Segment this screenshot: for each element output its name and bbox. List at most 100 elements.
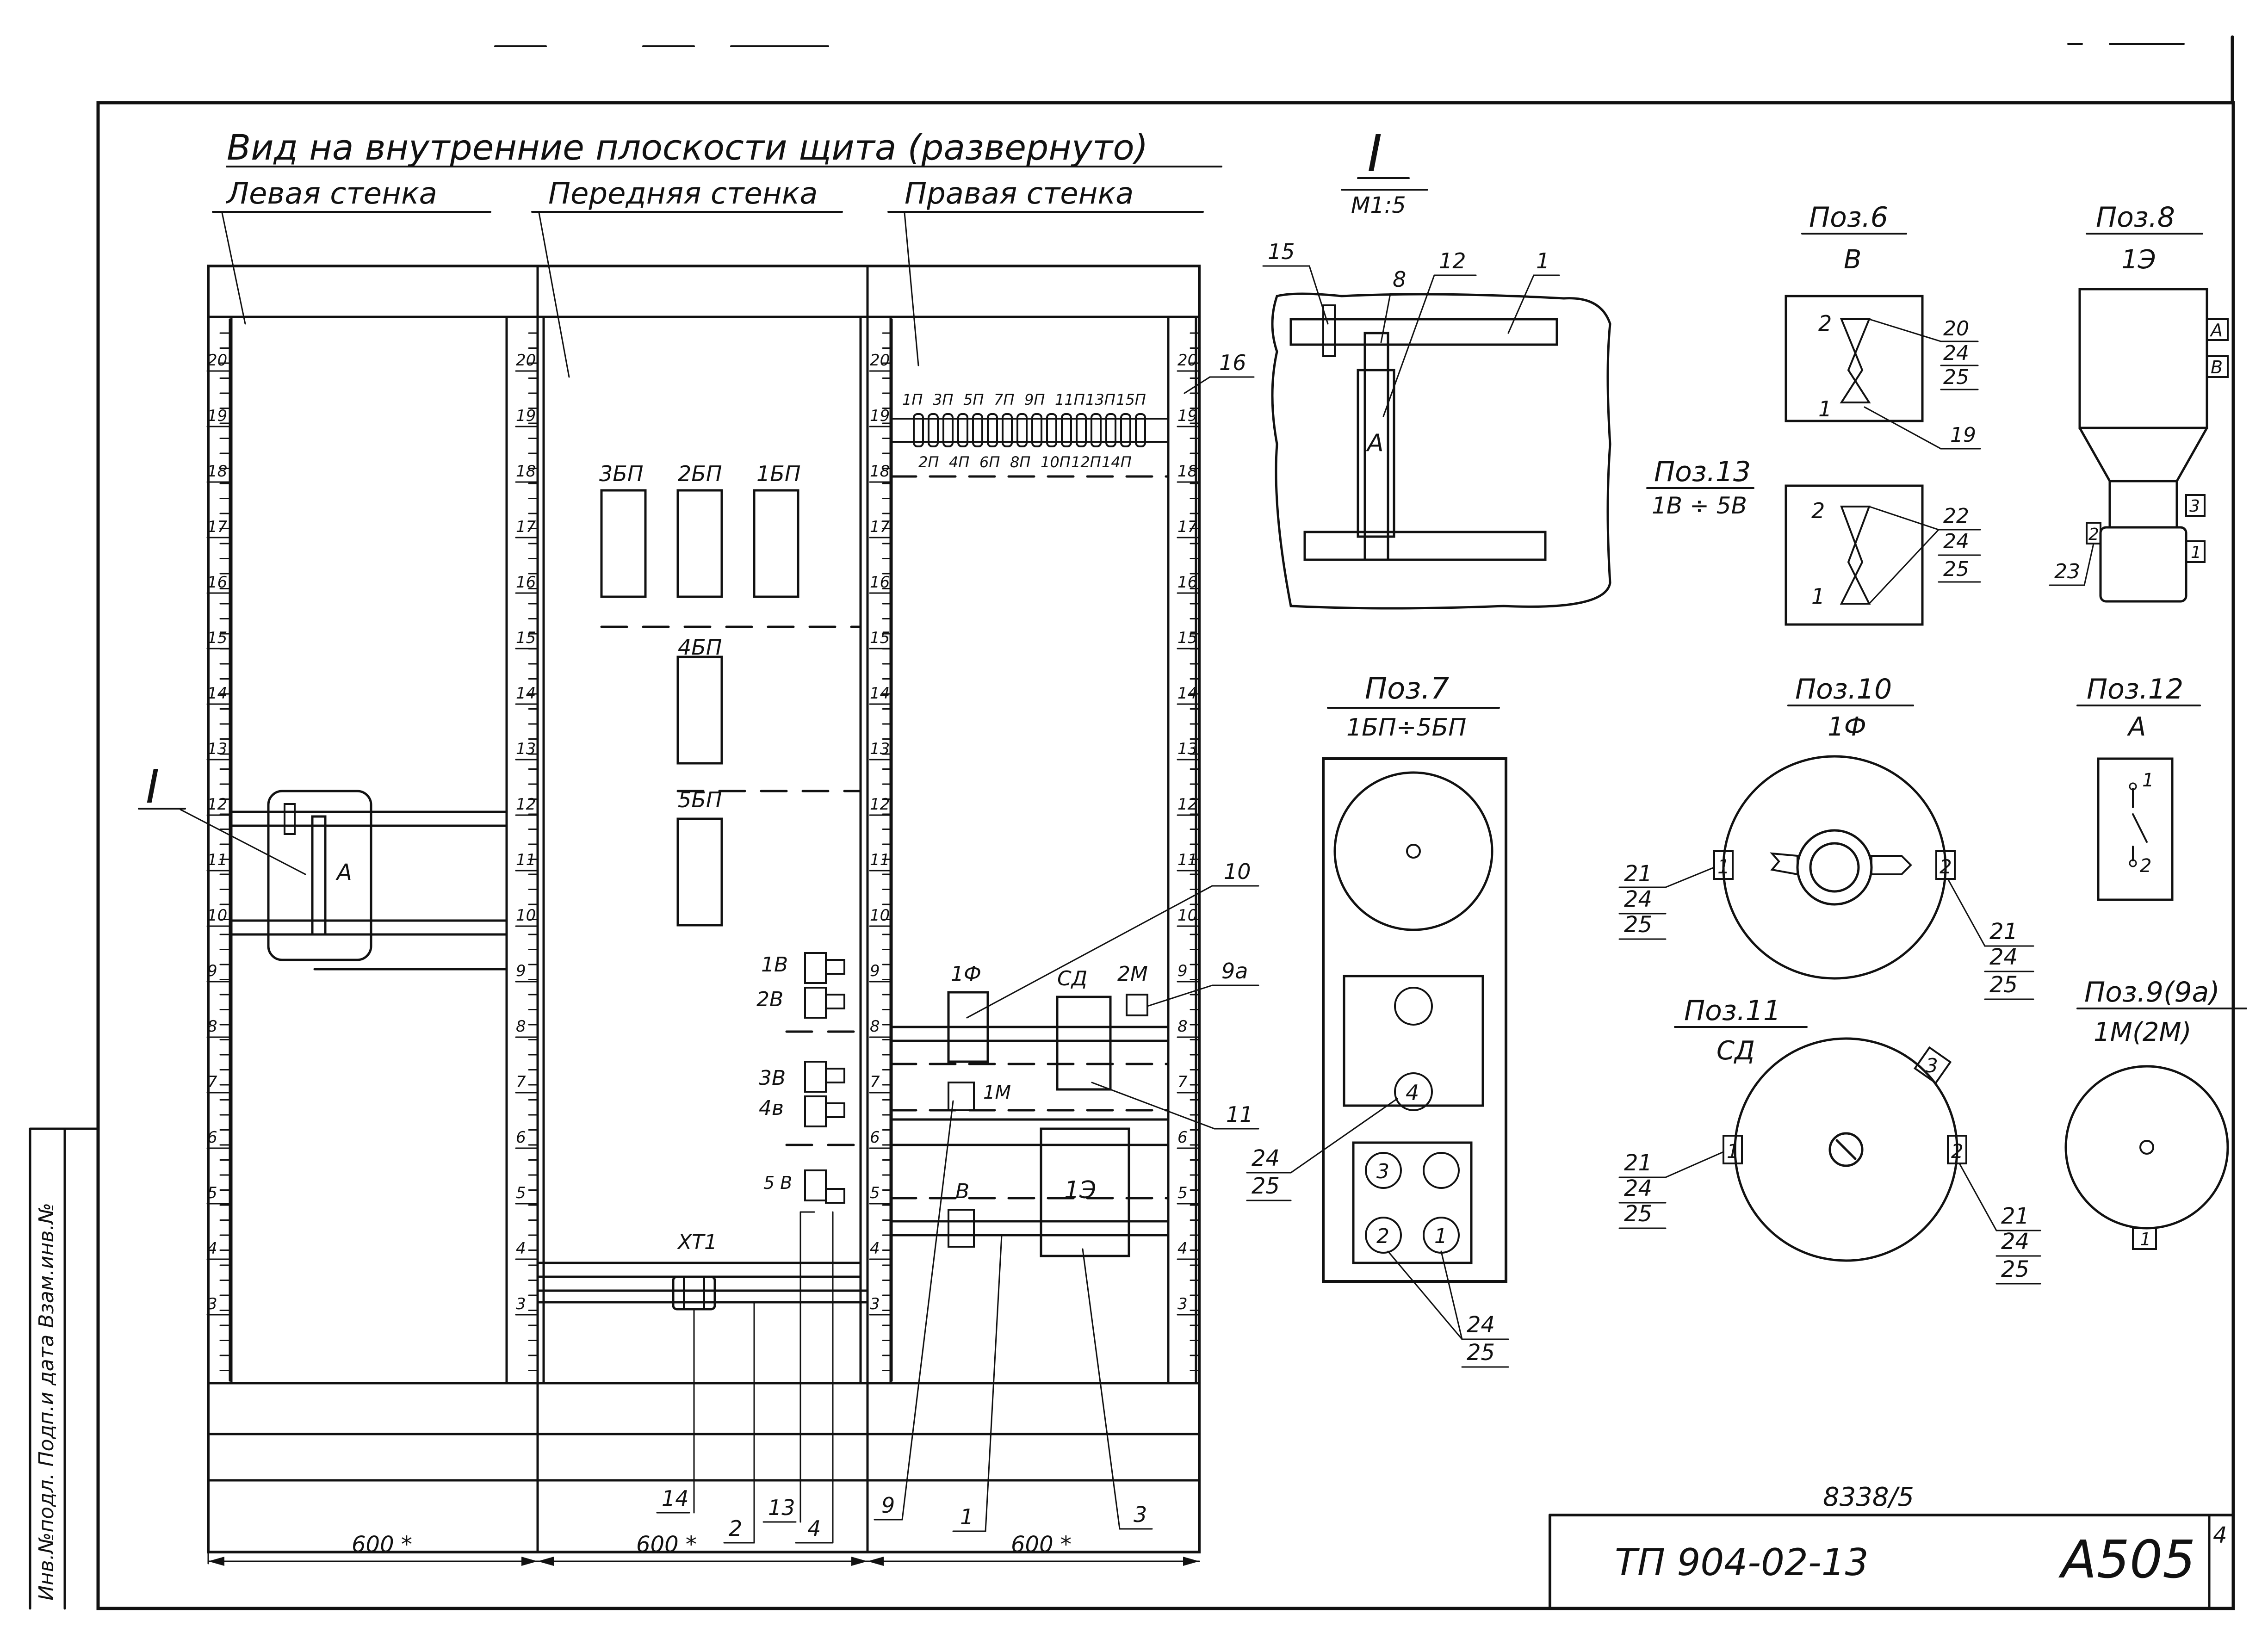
poz13-term-1: 1 [1811,584,1825,609]
ruler-number: 8 [870,1017,880,1036]
terminal-label-bottom: 8П [1010,453,1030,471]
terminal-label-top: 9П [1024,391,1045,408]
callout-9a: 9а [1221,959,1248,983]
ruler-number: 17 [870,518,890,536]
ruler-number: 14 [516,684,536,703]
poz10-ref-24-l: 24 [1624,886,1652,912]
ruler-number: 5 [207,1184,217,1202]
terminal-xt1-label: XT1 [677,1231,717,1254]
block-3bp-label: 3БП [599,461,643,486]
poz7: Поз.7 1БП÷5БП 4 3 2 1 24 25 24 25 [1246,672,1509,1368]
terminal-label-top: 13П [1085,391,1115,408]
poz12-sub: А [2127,712,2146,742]
poz8-term-1: 1 [2191,543,2201,562]
terminal-label-top: 15П [1116,391,1146,408]
poz7-term-1: 1 [1434,1225,1447,1248]
ruler-number: 13 [516,740,536,758]
terminal-strip [890,413,1169,447]
poz13-ref-22: 22 [1943,504,1969,528]
ruler-number: 20 [1177,351,1197,370]
poz10-term-2: 2 [1940,855,1952,878]
ruler-number: 11 [207,851,227,869]
block-1bp-label: 1БП [756,461,800,486]
poz12-term-1: 1 [2142,770,2154,791]
terminal-block [1120,413,1131,447]
terminal-block [1076,413,1087,447]
poz12: Поз.12 А 1 2 [2076,673,2201,901]
terminal-label-top: 1П [902,391,923,408]
callouts: 16 10 9а 11 14 2 13 4 9 1 3 [656,350,1259,1544]
archive-number: 8338/5 [1823,1482,1914,1512]
poz10: Поз.10 1Ф 1 2 21 24 25 21 24 25 [1618,673,2034,1000]
doc-designation: ТП 904-02-13 [1615,1541,1868,1584]
ruler-number: 13 [870,740,890,758]
terminal-block [1046,413,1057,447]
terminal-block [1105,413,1116,447]
poz6-ref-20: 20 [1943,317,1969,340]
scale-rulers: 2019181716151413121110987654320191817161… [206,318,1201,1382]
poz7-title: Поз.7 [1365,672,1450,706]
ruler-number: 4 [1177,1239,1188,1258]
poz10-title: Поз.10 [1795,673,1892,705]
poz13-sub: 1В ÷ 5В [1652,492,1747,519]
poz8-term-2: 2 [2088,525,2099,544]
ruler-number: 11 [1177,851,1197,869]
detail-callout-12: 12 [1439,248,1466,273]
terminal-label-bottom: 6П [979,453,1000,471]
poz8-term-v: В [2211,357,2223,377]
ruler-number: 19 [1177,407,1197,425]
poz10-ref-25-l: 25 [1624,912,1652,938]
terminal-block [957,413,968,447]
poz11-ref-24-l: 24 [1624,1175,1652,1201]
ruler-number: 4 [870,1239,880,1258]
callout-8: 3 [1134,1502,1147,1527]
device-sd-label: СД [1057,967,1087,990]
poz7-ref-25-b: 25 [1467,1340,1495,1366]
ruler-number: 19 [207,407,227,425]
poz8-term-3: 3 [2189,497,2200,516]
detail-callout-1: 1 [1536,248,1549,273]
block-5bp-label: 5БП [678,787,722,812]
poz10-ref-24-r: 24 [1989,944,2018,970]
terminal-block [928,413,939,447]
ruler-number: 3 [1177,1295,1188,1313]
poz11-title: Поз.11 [1684,995,1781,1027]
poz7-ref-24-a: 24 [1252,1145,1280,1171]
terminal-label-bottom: 10П [1041,453,1071,471]
poz10-ref-25-r: 25 [1989,972,2018,998]
ruler-number: 9 [870,962,880,980]
ruler-number: 16 [1177,573,1197,592]
ruler-number: 19 [870,407,890,425]
poz11-sub: СД [1716,1036,1755,1066]
poz6-sub: В [1844,245,1861,275]
ruler-number: 5 [870,1184,880,1202]
detail-callout-15: 15 [1268,239,1295,264]
poz13-title: Поз.13 [1654,456,1751,488]
ruler-number: 20 [870,351,890,370]
switch-3v-label: 3В [759,1066,786,1090]
poz9-term-1: 1 [2140,1229,2151,1249]
callout-16: 16 [1219,350,1246,375]
side-stamp: Инв.№подл. Подп.и дата Взам.инв.№ [29,1127,99,1610]
terminal-label-bottom: 2П [918,453,939,471]
callout-11: 11 [1226,1102,1253,1127]
sheet-number: 4 [2213,1522,2227,1548]
ruler-number: 4 [207,1239,217,1258]
ruler-number: 18 [516,462,536,481]
poz6-title: Поз.6 [1809,201,1888,234]
ruler-number: 18 [1177,462,1197,481]
ruler-number: 17 [1177,518,1198,536]
ruler-number: 19 [516,407,536,425]
poz11-term-1: 1 [1727,1140,1739,1163]
ruler-number: 6 [516,1128,526,1147]
poz13-term-2: 2 [1811,498,1825,523]
ruler-number: 13 [1177,740,1197,758]
poz10-sub: 1Ф [1828,712,1866,742]
ruler-number: 12 [1177,795,1197,814]
ruler-number: 8 [1177,1017,1188,1036]
device-1m-label: 1М [983,1082,1011,1103]
ruler-number: 17 [207,518,228,536]
poz10-term-1: 1 [1717,855,1730,878]
